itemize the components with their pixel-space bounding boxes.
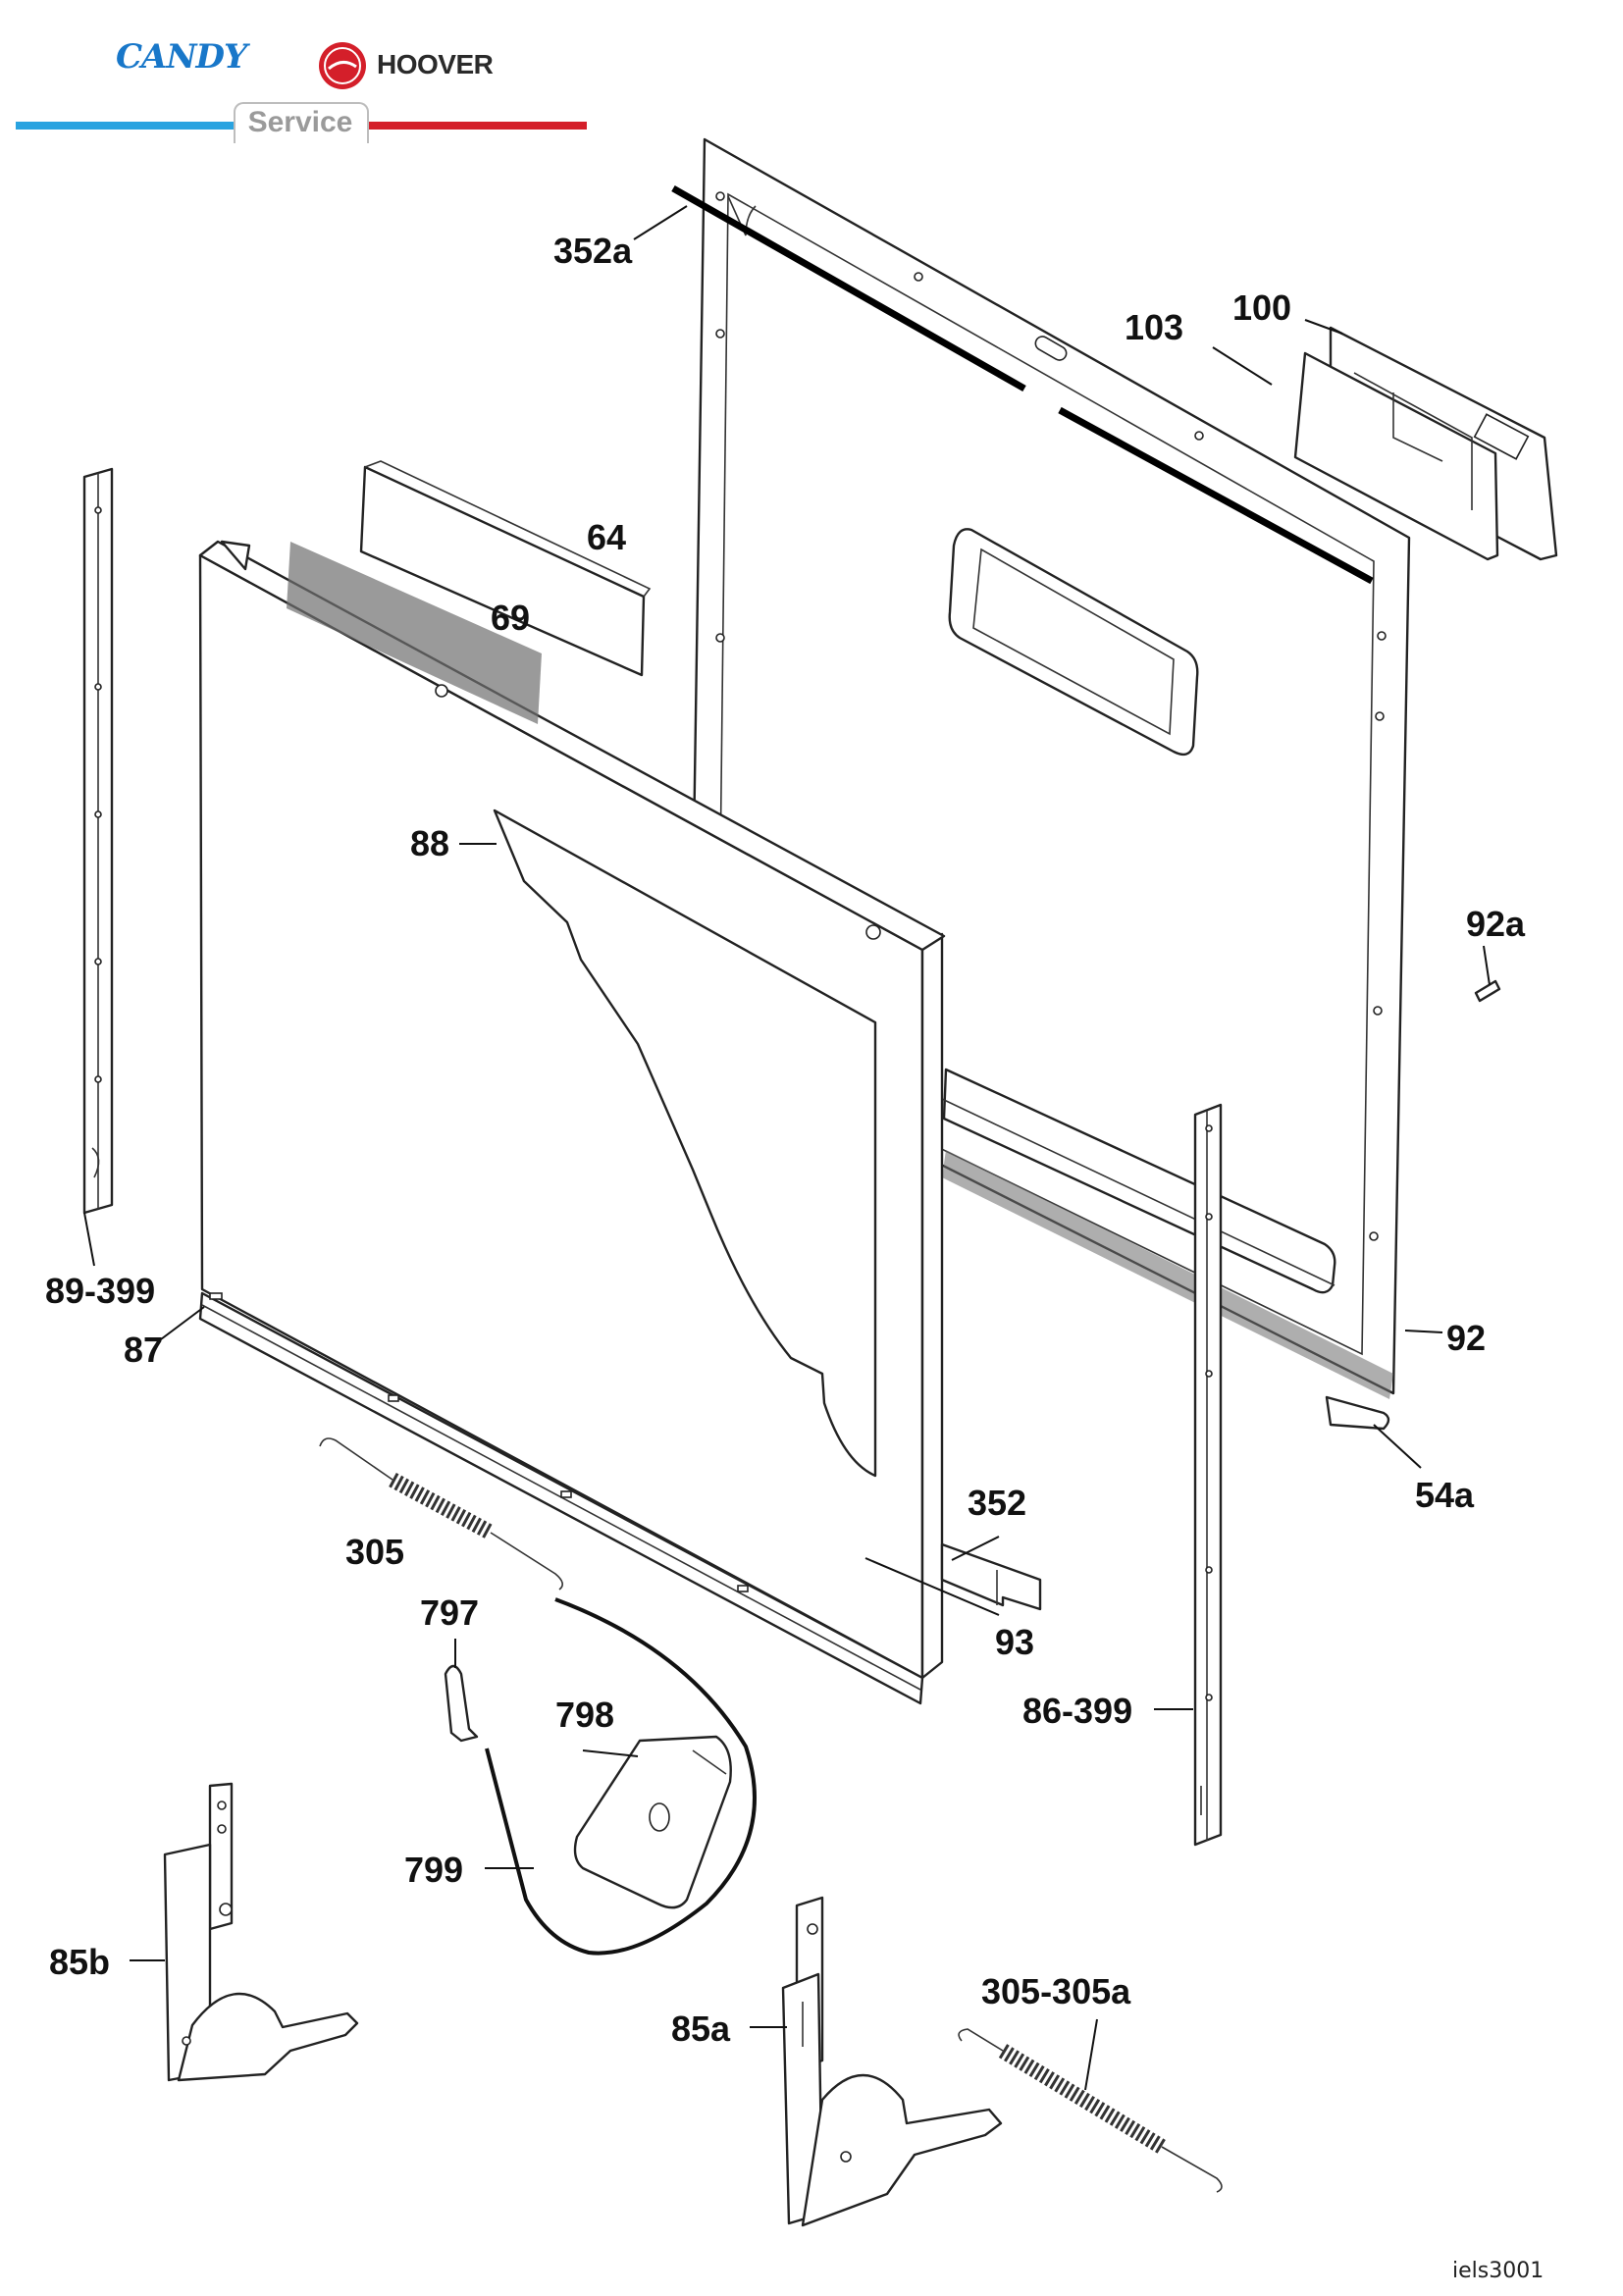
side-rail-left (82, 467, 114, 1215)
callout-54a: 54a (1415, 1475, 1475, 1515)
candy-logo: CANDY (116, 37, 247, 77)
callout-797: 797 (420, 1592, 479, 1633)
callout-labels: 352a 103 100 64 69 88 92a 89-399 87 92 5… (45, 231, 1526, 2049)
callout-87: 87 (124, 1330, 163, 1370)
brand-header: CANDY HOOVER Service (0, 0, 628, 157)
callout-69: 69 (491, 598, 530, 638)
callout-92a: 92a (1466, 904, 1526, 944)
service-bar-blue (16, 122, 237, 130)
callout-305: 305 (345, 1532, 404, 1572)
callout-88: 88 (410, 823, 449, 863)
screw-92a (1474, 979, 1501, 1003)
callout-352a: 352a (553, 231, 633, 271)
hoover-logo: HOOVER (377, 49, 494, 79)
pulley-798 (573, 1735, 732, 1909)
control-module-100 (1293, 326, 1558, 561)
callout-93: 93 (995, 1622, 1034, 1662)
side-rail-right (1193, 1103, 1223, 1847)
callout-103: 103 (1125, 307, 1183, 347)
callout-352: 352 (968, 1483, 1026, 1523)
hinge-85a (781, 1896, 1003, 2227)
hook-797 (444, 1664, 479, 1743)
cable-799 (485, 1597, 757, 1956)
callout-305-305a: 305-305a (981, 1971, 1131, 2011)
gasket-352a (671, 184, 1374, 585)
callout-86-399: 86-399 (1022, 1691, 1132, 1731)
block-352 (940, 1542, 1042, 1611)
callout-799: 799 (404, 1850, 463, 1890)
hoover-badge-icon (319, 42, 366, 89)
callout-64: 64 (587, 517, 626, 557)
service-tab (234, 102, 369, 143)
callout-89-399: 89-399 (45, 1271, 155, 1311)
insulation-64 (359, 460, 652, 677)
service-bar-red (365, 122, 587, 130)
drawing-code: iels3001 (1452, 2259, 1544, 2283)
callout-100: 100 (1232, 287, 1291, 328)
callout-85a: 85a (671, 2009, 731, 2049)
callout-798: 798 (555, 1695, 614, 1735)
spring-305-305a (958, 2028, 1223, 2193)
spring-305 (319, 1437, 563, 1591)
hinge-85b (163, 1782, 359, 2082)
service-label: Service (247, 106, 353, 138)
callout-92: 92 (1446, 1318, 1486, 1358)
callout-85b: 85b (49, 1942, 110, 1982)
filter-mesh-69 (287, 542, 542, 724)
leader-lines (83, 205, 1491, 2091)
